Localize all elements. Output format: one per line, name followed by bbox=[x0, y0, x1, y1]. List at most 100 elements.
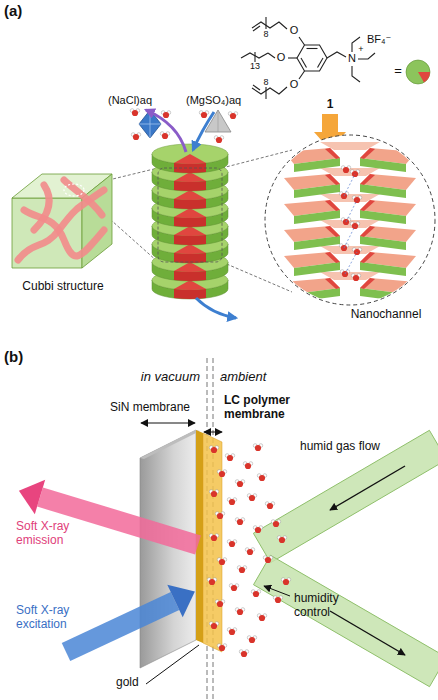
water-cloud bbox=[209, 446, 218, 453]
repeat-count: 13 bbox=[248, 61, 262, 71]
nacl-ion bbox=[161, 111, 170, 118]
permeation-arrow bbox=[196, 298, 236, 318]
water-cloud bbox=[235, 608, 244, 615]
xray-emission-beam bbox=[19, 480, 45, 514]
region-label: in vacuum bbox=[110, 370, 200, 385]
nanochannel-illustration bbox=[262, 128, 438, 328]
rejection-arrow bbox=[146, 110, 186, 152]
molecule-structure bbox=[253, 26, 260, 31]
molecule-structure bbox=[318, 58, 324, 68]
water-cloud bbox=[245, 548, 254, 555]
molecule-structure bbox=[253, 85, 260, 90]
nanochannel-illustration bbox=[265, 135, 435, 305]
columnar-stack bbox=[158, 168, 222, 262]
cube-illustration bbox=[34, 185, 49, 230]
water-cloud bbox=[237, 566, 246, 573]
compound-number: 1 bbox=[322, 98, 338, 112]
node-label: Nanochannel bbox=[336, 308, 436, 322]
nacl-ion bbox=[131, 133, 140, 140]
molecule-structure bbox=[265, 87, 266, 99]
panel-letter: (a) bbox=[4, 2, 34, 19]
water-cloud bbox=[253, 526, 262, 533]
cube-illustration bbox=[64, 180, 102, 215]
counter-ion: BF₄⁻ bbox=[367, 33, 403, 46]
nacl-ion bbox=[150, 110, 151, 138]
leader-line bbox=[146, 645, 199, 684]
nanochannel-illustration bbox=[284, 194, 416, 224]
nanochannel-illustration bbox=[344, 226, 355, 248]
gas-tube bbox=[253, 430, 438, 686]
cube-illustration bbox=[64, 184, 84, 196]
sin-membrane bbox=[140, 430, 200, 459]
water-cloud bbox=[209, 534, 218, 541]
leader-line bbox=[264, 586, 290, 596]
nanochannel-illustration bbox=[284, 168, 416, 198]
equals-sign: = bbox=[392, 64, 404, 79]
gas-tube bbox=[253, 430, 438, 562]
columnar-stack bbox=[152, 144, 228, 173]
molecule-structure bbox=[299, 37, 305, 45]
cation-icon bbox=[418, 72, 430, 82]
callout-label: humidity control bbox=[294, 592, 366, 620]
repeat-count: 8 bbox=[260, 77, 272, 87]
water-cloud bbox=[209, 622, 218, 629]
water-cloud bbox=[229, 584, 238, 591]
gas-tube bbox=[330, 466, 405, 510]
mgso4-ion bbox=[214, 136, 223, 143]
water-cloud bbox=[209, 490, 218, 497]
charge-sign: + bbox=[357, 44, 365, 54]
water-cloud bbox=[217, 644, 226, 651]
nacl-ion bbox=[160, 132, 169, 139]
atom-symbol: O bbox=[288, 78, 300, 91]
water-cloud bbox=[281, 578, 290, 585]
region-label: ambient bbox=[220, 370, 300, 385]
water-cloud bbox=[227, 498, 236, 505]
nanochannel-illustration bbox=[352, 248, 361, 255]
molecule-structure bbox=[352, 66, 360, 82]
xray-excitation-beam bbox=[66, 601, 175, 652]
molecule-structure bbox=[288, 57, 297, 58]
nanochannel-view: Nanochannel bbox=[262, 128, 438, 328]
nacl-ion bbox=[139, 110, 161, 138]
flow-label: humid gas flow bbox=[300, 440, 430, 454]
molecule-structure bbox=[254, 52, 255, 62]
water-cloud bbox=[227, 540, 236, 547]
lc-membrane bbox=[203, 433, 222, 652]
cation-icon bbox=[406, 60, 430, 84]
repeat-count: 8 bbox=[260, 29, 272, 39]
columnar-stack bbox=[152, 144, 228, 299]
mgso4-ion bbox=[218, 110, 219, 132]
nanochannel-illustration bbox=[344, 174, 357, 274]
layer-label: LC polymer membrane bbox=[224, 394, 306, 422]
nanochannel-illustration bbox=[351, 274, 360, 281]
water-cloud bbox=[243, 462, 252, 469]
molecule-structure bbox=[301, 58, 307, 68]
nanochannel-illustration bbox=[265, 135, 435, 305]
beam-label: Soft X-ray emission bbox=[16, 520, 96, 548]
nanochannel-illustration bbox=[284, 142, 416, 172]
water-cloud bbox=[253, 444, 262, 451]
dimension-arrows bbox=[141, 423, 195, 424]
water-cloud bbox=[227, 628, 236, 635]
cation-icon bbox=[406, 60, 430, 84]
beam-label: Soft X-ray excitation bbox=[16, 604, 100, 632]
water-cloud bbox=[263, 556, 272, 563]
layer-label: SiN membrane bbox=[100, 401, 200, 415]
xray-excitation-beam bbox=[66, 585, 195, 652]
atom-symbol: O bbox=[275, 51, 287, 64]
leader-line bbox=[146, 586, 290, 684]
water-cloud bbox=[247, 636, 256, 643]
cube-illustration bbox=[18, 180, 104, 260]
water-cloud bbox=[217, 470, 226, 477]
nacl-ion bbox=[130, 109, 139, 116]
nanochannel-illustration bbox=[345, 252, 357, 274]
water-cloud bbox=[257, 614, 266, 621]
molecule-structure bbox=[241, 17, 375, 99]
nanochannel-illustration bbox=[352, 196, 361, 203]
water-cloud bbox=[225, 454, 234, 461]
water-cloud bbox=[239, 650, 248, 657]
callout-label: gold bbox=[116, 676, 156, 690]
molecule-structure bbox=[297, 45, 327, 71]
water-cloud bbox=[277, 536, 286, 543]
